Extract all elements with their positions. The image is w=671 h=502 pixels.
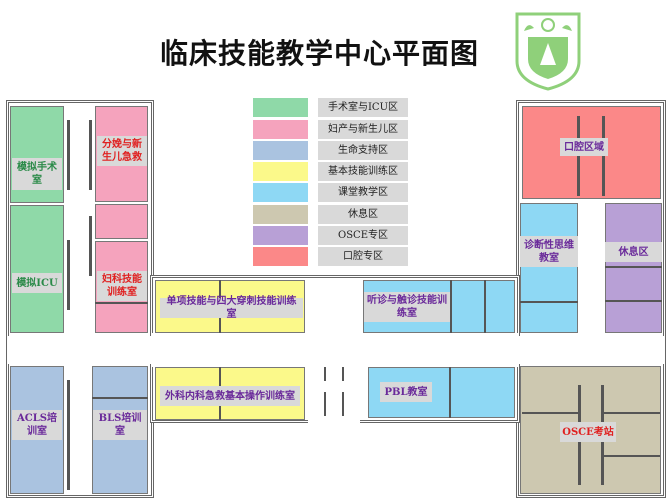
partition: [604, 455, 660, 457]
legend-label: 妇产与新生儿区: [318, 120, 408, 139]
divider: [605, 266, 662, 268]
partition: [89, 216, 92, 276]
legend-swatch: [253, 226, 308, 245]
partition: [67, 380, 70, 490]
legend-swatch: [253, 247, 308, 266]
partition: [577, 116, 580, 196]
partition: [604, 412, 660, 414]
partition: [89, 120, 92, 190]
page-title: 临床技能教学中心平面图: [160, 37, 480, 70]
legend-label: 课堂教学区: [318, 183, 408, 202]
divider: [484, 280, 486, 333]
label-diagnosis: 诊断性思维教室: [520, 236, 578, 267]
legend-swatch: [253, 120, 308, 139]
legend-label: 口腔专区: [318, 247, 408, 266]
legend-swatch: [253, 205, 308, 224]
label-surgery: 模拟手术室: [12, 158, 62, 190]
legend-swatch: [253, 162, 308, 181]
legend-swatch: [253, 98, 308, 117]
legend-label: 生命支持区: [318, 141, 408, 160]
partition: [67, 240, 70, 310]
label-icu: 模拟ICU: [12, 273, 62, 293]
label-delivery: 分娩与新生儿急救: [97, 136, 147, 166]
legend-swatch: [253, 183, 308, 202]
legend-swatch: [253, 141, 308, 160]
label-acls: ACLS培训室: [12, 410, 62, 440]
partition: [602, 116, 605, 196]
label-auscultation: 听诊与触诊技能训练室: [364, 292, 450, 322]
label-pbl: PBL教室: [380, 382, 432, 402]
partition: [67, 120, 70, 190]
corridor-center: [152, 333, 518, 367]
label-oral: 口腔区域: [560, 138, 608, 156]
legend-label: 手术室与ICU区: [318, 98, 408, 117]
stairwell: [308, 367, 360, 423]
divider: [520, 301, 578, 303]
label-gyn: 妇科技能训练室: [97, 271, 147, 301]
label-surgical-ops: 外科内科急救基本操作训练室: [160, 386, 300, 406]
label-bls: BLS培训室: [93, 410, 147, 440]
divider: [605, 300, 662, 302]
divider: [95, 302, 148, 304]
legend-label: 基本技能训练区: [318, 162, 408, 181]
university-logo: [515, 12, 581, 91]
legend-label: OSCE专区: [318, 226, 408, 245]
room-diagnosis[interactable]: [520, 203, 578, 333]
legend-label: 休息区: [318, 205, 408, 224]
label-rest: 休息区: [605, 242, 662, 262]
divider: [92, 397, 148, 399]
room-icu[interactable]: [10, 205, 64, 333]
divider: [450, 280, 452, 333]
room-pink-small[interactable]: [95, 204, 148, 239]
label-osce: OSCE考站: [560, 422, 616, 442]
partition: [522, 412, 578, 414]
label-single-skill: 单项技能与四大穿刺技能训练室: [160, 296, 303, 320]
divider: [449, 367, 451, 418]
room-rest[interactable]: [605, 203, 662, 333]
